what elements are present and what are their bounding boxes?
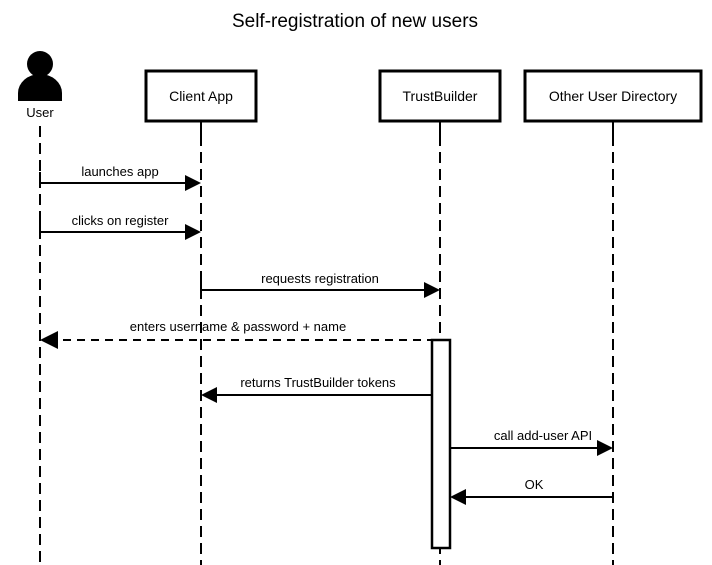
- person-icon-body: [18, 74, 62, 101]
- participant-label-user: User: [26, 105, 54, 120]
- message-requests-registration[interactable]: requests registration: [200, 271, 440, 298]
- participant-other-user-directory[interactable]: Other User Directory: [523, 69, 703, 565]
- arrow-head-left-enters-username-password-name: [40, 331, 58, 349]
- message-returns-trustbuilder-tokens[interactable]: returns TrustBuilder tokens: [201, 375, 432, 403]
- participant-box-other-user-directory[interactable]: [523, 69, 703, 123]
- message-ok[interactable]: OK: [450, 477, 613, 505]
- participant-label-client-app: Client App: [169, 88, 233, 104]
- arrow-head-right-launches-app: [185, 175, 201, 191]
- participant-client-app[interactable]: Client App: [144, 69, 258, 565]
- participant-label-other-user-directory: Other User Directory: [549, 88, 677, 104]
- arrow-head-left-ok: [450, 489, 466, 505]
- message-clicks-on-register[interactable]: clicks on register: [39, 213, 201, 240]
- message-call-add-user-api[interactable]: call add-user API: [450, 428, 613, 456]
- arrow-head-right-clicks-on-register: [185, 224, 201, 240]
- activation-bar-trustbuilder: [430, 338, 452, 550]
- message-label-requests-registration: requests registration: [261, 271, 379, 286]
- message-label-returns-trustbuilder-tokens: returns TrustBuilder tokens: [240, 375, 396, 390]
- participant-box-client-app[interactable]: [144, 69, 258, 123]
- message-enters-username-password-name[interactable]: enters username & password + name: [40, 319, 449, 349]
- arrow-head-right-requests-registration: [424, 282, 440, 298]
- message-label-enters-username-password-name: enters username & password + name: [130, 319, 346, 334]
- diagram-title: Self-registration of new users: [232, 11, 478, 32]
- message-launches-app[interactable]: launches app: [39, 164, 201, 191]
- message-label-call-add-user-api: call add-user API: [494, 428, 592, 443]
- message-line-requests-registration: [200, 279, 431, 291]
- message-label-launches-app: launches app: [81, 164, 158, 179]
- message-line-launches-app: [39, 172, 192, 184]
- participant-user[interactable]: User: [18, 51, 62, 565]
- message-label-clicks-on-register: clicks on register: [72, 213, 169, 228]
- arrow-head-left-returns-trustbuilder-tokens: [201, 387, 217, 403]
- person-icon-head: [27, 51, 53, 77]
- message-label-ok: OK: [525, 477, 544, 492]
- participant-label-trustbuilder: TrustBuilder: [403, 88, 478, 104]
- arrow-head-right-call-add-user-api: [597, 440, 613, 456]
- message-line-clicks-on-register: [39, 221, 192, 233]
